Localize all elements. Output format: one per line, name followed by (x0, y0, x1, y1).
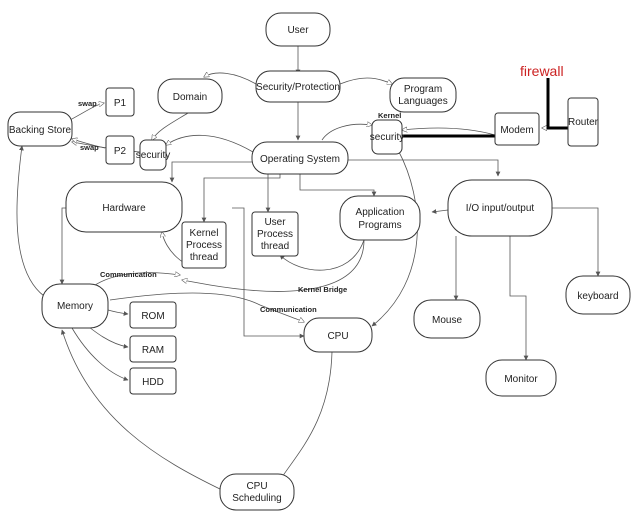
node-hardware: Hardware (65, 181, 183, 233)
node-keyboard-label: keyboard (577, 291, 618, 302)
node-application-programs: Application Programs (339, 195, 421, 241)
label-communication-1: Communication (100, 270, 157, 279)
edge-cpu-scheduling (280, 351, 333, 480)
node-domain-label: Domain (173, 92, 207, 103)
node-security-kernel-label: security (370, 132, 404, 143)
node-modem-label: Modem (500, 125, 533, 136)
node-operating-system-label: Operating System (260, 154, 340, 165)
edge-hardware-cpu (232, 207, 305, 339)
node-memory-label: Memory (57, 301, 93, 312)
label-swap-top: swap (78, 99, 97, 108)
edge-security-languages (339, 77, 392, 84)
node-application-programs-line1: Application (356, 207, 405, 218)
node-application-programs-line2: Programs (358, 220, 401, 231)
edge-scheduling-memory (60, 329, 223, 491)
node-cpu-scheduling: CPU Scheduling (219, 473, 295, 511)
edge-apps-cpu-bridge (182, 239, 365, 292)
firewall-connections (402, 78, 568, 138)
label-firewall: firewall (520, 63, 564, 79)
edge-io-apps (431, 209, 449, 214)
node-user-process-thread-line3: thread (261, 241, 289, 252)
link-firewall-router (546, 78, 568, 130)
node-kernel-process-thread: Kernel Process thread (181, 221, 227, 269)
node-modem: Modem (494, 112, 540, 146)
edge-io-keyboard (552, 207, 601, 277)
node-memory: Memory (41, 283, 109, 329)
node-program-languages-line2: Languages (398, 96, 448, 107)
edge-swap-p1 (69, 103, 104, 121)
node-user-label: User (287, 25, 309, 36)
node-cpu-scheduling-line2: Scheduling (232, 493, 281, 504)
node-operating-system: Operating System (251, 141, 349, 175)
edge-os-kernelthread (201, 172, 281, 223)
node-security-protection: Security/Protection (255, 70, 341, 103)
node-keyboard: keyboard (565, 275, 631, 315)
node-user-process-thread: User Process thread (251, 211, 299, 257)
node-mouse: Mouse (413, 299, 481, 339)
node-security-kernel: security (370, 119, 404, 155)
edge-hardware-memory (59, 207, 66, 285)
label-kernel-bridge: Kernel Bridge (298, 285, 347, 294)
label-kernel: Kernel (378, 111, 401, 120)
node-cpu-scheduling-line1: CPU (246, 481, 267, 492)
node-p2-label: P2 (114, 146, 127, 157)
node-kernel-process-thread-line2: Process (186, 240, 222, 251)
edge-modem-kernelsecurity (402, 128, 496, 136)
label-communication-2: Communication (260, 305, 317, 314)
edge-kernelsecurity-cpu (371, 149, 418, 327)
node-user: User (265, 12, 331, 47)
node-mouse-label: Mouse (432, 315, 462, 326)
edge-security-domain (204, 73, 257, 85)
node-rom-label: ROM (141, 311, 164, 322)
node-monitor-label: Monitor (504, 374, 538, 385)
node-hdd-label: HDD (142, 377, 164, 388)
edge-swap-p2 (72, 139, 106, 149)
edge-os-io (346, 159, 501, 177)
edge-domain-security (152, 112, 189, 140)
node-io: I/O input/output (447, 179, 553, 237)
label-swap-bottom: swap (80, 143, 99, 152)
node-io-label: I/O input/output (466, 203, 535, 214)
node-p2: P2 (105, 135, 135, 165)
node-rom: ROM (129, 301, 177, 329)
node-router-label: Router (568, 117, 599, 128)
node-cpu: CPU (303, 317, 373, 353)
node-security-protection-label: Security/Protection (256, 82, 340, 93)
edge-os-hardware (169, 161, 256, 183)
edge-memory-backingstore (16, 145, 45, 297)
node-backing-store: Backing Store (7, 111, 73, 147)
edge-apps-userthread (279, 239, 365, 271)
edge-os-security (166, 134, 254, 153)
node-p1-label: P1 (114, 98, 127, 109)
node-domain: Domain (157, 78, 223, 114)
edge-io-monitor (509, 236, 529, 361)
node-security-left-label: security (136, 150, 170, 161)
edge-memory-hdd (71, 327, 129, 381)
edge-memory-cpu (109, 292, 304, 322)
node-user-process-thread-line1: User (264, 217, 286, 228)
node-cpu-label: CPU (327, 331, 348, 342)
node-program-languages-line1: Program (404, 84, 442, 95)
node-security-left: security (136, 139, 170, 171)
edges (16, 46, 601, 491)
node-backing-store-label: Backing Store (9, 125, 72, 136)
node-hardware-label: Hardware (102, 203, 146, 214)
node-p1: P1 (105, 87, 135, 117)
edge-os-kernelsecurity (321, 124, 372, 141)
node-program-languages: Program Languages (389, 77, 457, 113)
node-kernel-process-thread-line1: Kernel (190, 228, 219, 239)
edge-os-apps (299, 172, 377, 197)
node-kernel-process-thread-line3: thread (190, 252, 218, 263)
node-router: Router (567, 97, 599, 147)
node-user-process-thread-line2: Process (257, 229, 293, 240)
node-monitor: Monitor (485, 359, 557, 397)
node-hdd: HDD (129, 367, 177, 395)
node-ram-label: RAM (142, 345, 164, 356)
node-ram: RAM (129, 335, 177, 363)
